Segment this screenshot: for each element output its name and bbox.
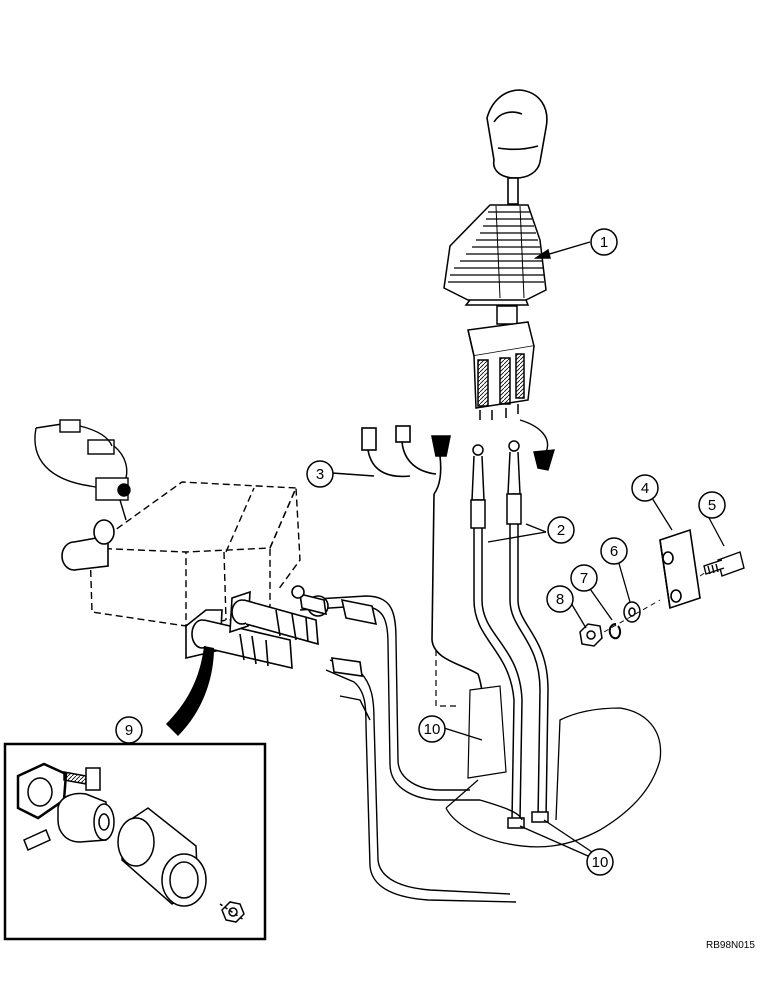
- callout-group: 1 2 3 4 5 6 78 9 10 10: [115, 228, 726, 876]
- callout-c6: 6: [600, 537, 628, 565]
- inset-detail-box: [3, 742, 267, 941]
- callout-number: 1: [600, 234, 608, 251]
- callout-number: 2: [557, 522, 565, 539]
- block-harness: [34, 419, 131, 521]
- nut: [579, 623, 603, 647]
- callout-number: 8: [556, 591, 564, 608]
- callout-c10a: 10: [418, 715, 446, 743]
- valve-spools: [61, 519, 378, 677]
- assembly-centerline: [603, 571, 707, 633]
- leader-line-2: [487, 523, 547, 543]
- callout-number: 5: [708, 497, 716, 514]
- callout-number: 10: [592, 854, 609, 871]
- bolt: [703, 551, 745, 577]
- callout-c3: 3: [306, 460, 334, 488]
- callout-c2: 2: [547, 516, 575, 544]
- callout-c1: 1: [590, 228, 618, 256]
- inset-arrow: [166, 646, 214, 736]
- mounting-plate: [659, 528, 701, 610]
- callout-circle: [586, 848, 614, 876]
- callout-circle: [546, 585, 574, 613]
- callout-circle: [600, 537, 628, 565]
- hydraulic-hoses: [470, 440, 549, 829]
- callout-c8: 8: [546, 585, 574, 613]
- callout-circle: [418, 715, 446, 743]
- valve-connector: [519, 419, 555, 471]
- callout-c5: 5: [698, 491, 726, 519]
- callout-number: 3: [316, 466, 324, 483]
- callout-circle: [631, 474, 659, 502]
- callout-circle: [698, 491, 726, 519]
- control-lines: [299, 595, 523, 903]
- reference-code: RB98N015: [706, 940, 755, 951]
- leader-line-1: [533, 241, 591, 259]
- pilot-valve-body: [467, 305, 535, 420]
- rubber-boot: [443, 204, 547, 306]
- callout-number: 6: [610, 543, 618, 560]
- callout-c10b: 10: [586, 848, 614, 876]
- wiring-harness: [317, 425, 485, 729]
- callout-c9: 9: [115, 716, 143, 744]
- callout-circle: [590, 228, 618, 256]
- callout-number: 10: [424, 721, 441, 738]
- joystick-handle: [486, 89, 548, 205]
- callout-c4: 4: [631, 474, 659, 502]
- callout-circle: [570, 564, 598, 592]
- callout-number: 7: [580, 570, 588, 587]
- washer-lock: [608, 623, 622, 640]
- callout-circle: [115, 716, 143, 744]
- callout-c7: 7: [570, 564, 598, 592]
- floor-section: [435, 650, 662, 848]
- callout-number: 4: [641, 480, 649, 497]
- washer-flat: [623, 601, 641, 623]
- callout-circle: [547, 516, 575, 544]
- callout-circle: [306, 460, 334, 488]
- callout-number: 9: [125, 722, 133, 739]
